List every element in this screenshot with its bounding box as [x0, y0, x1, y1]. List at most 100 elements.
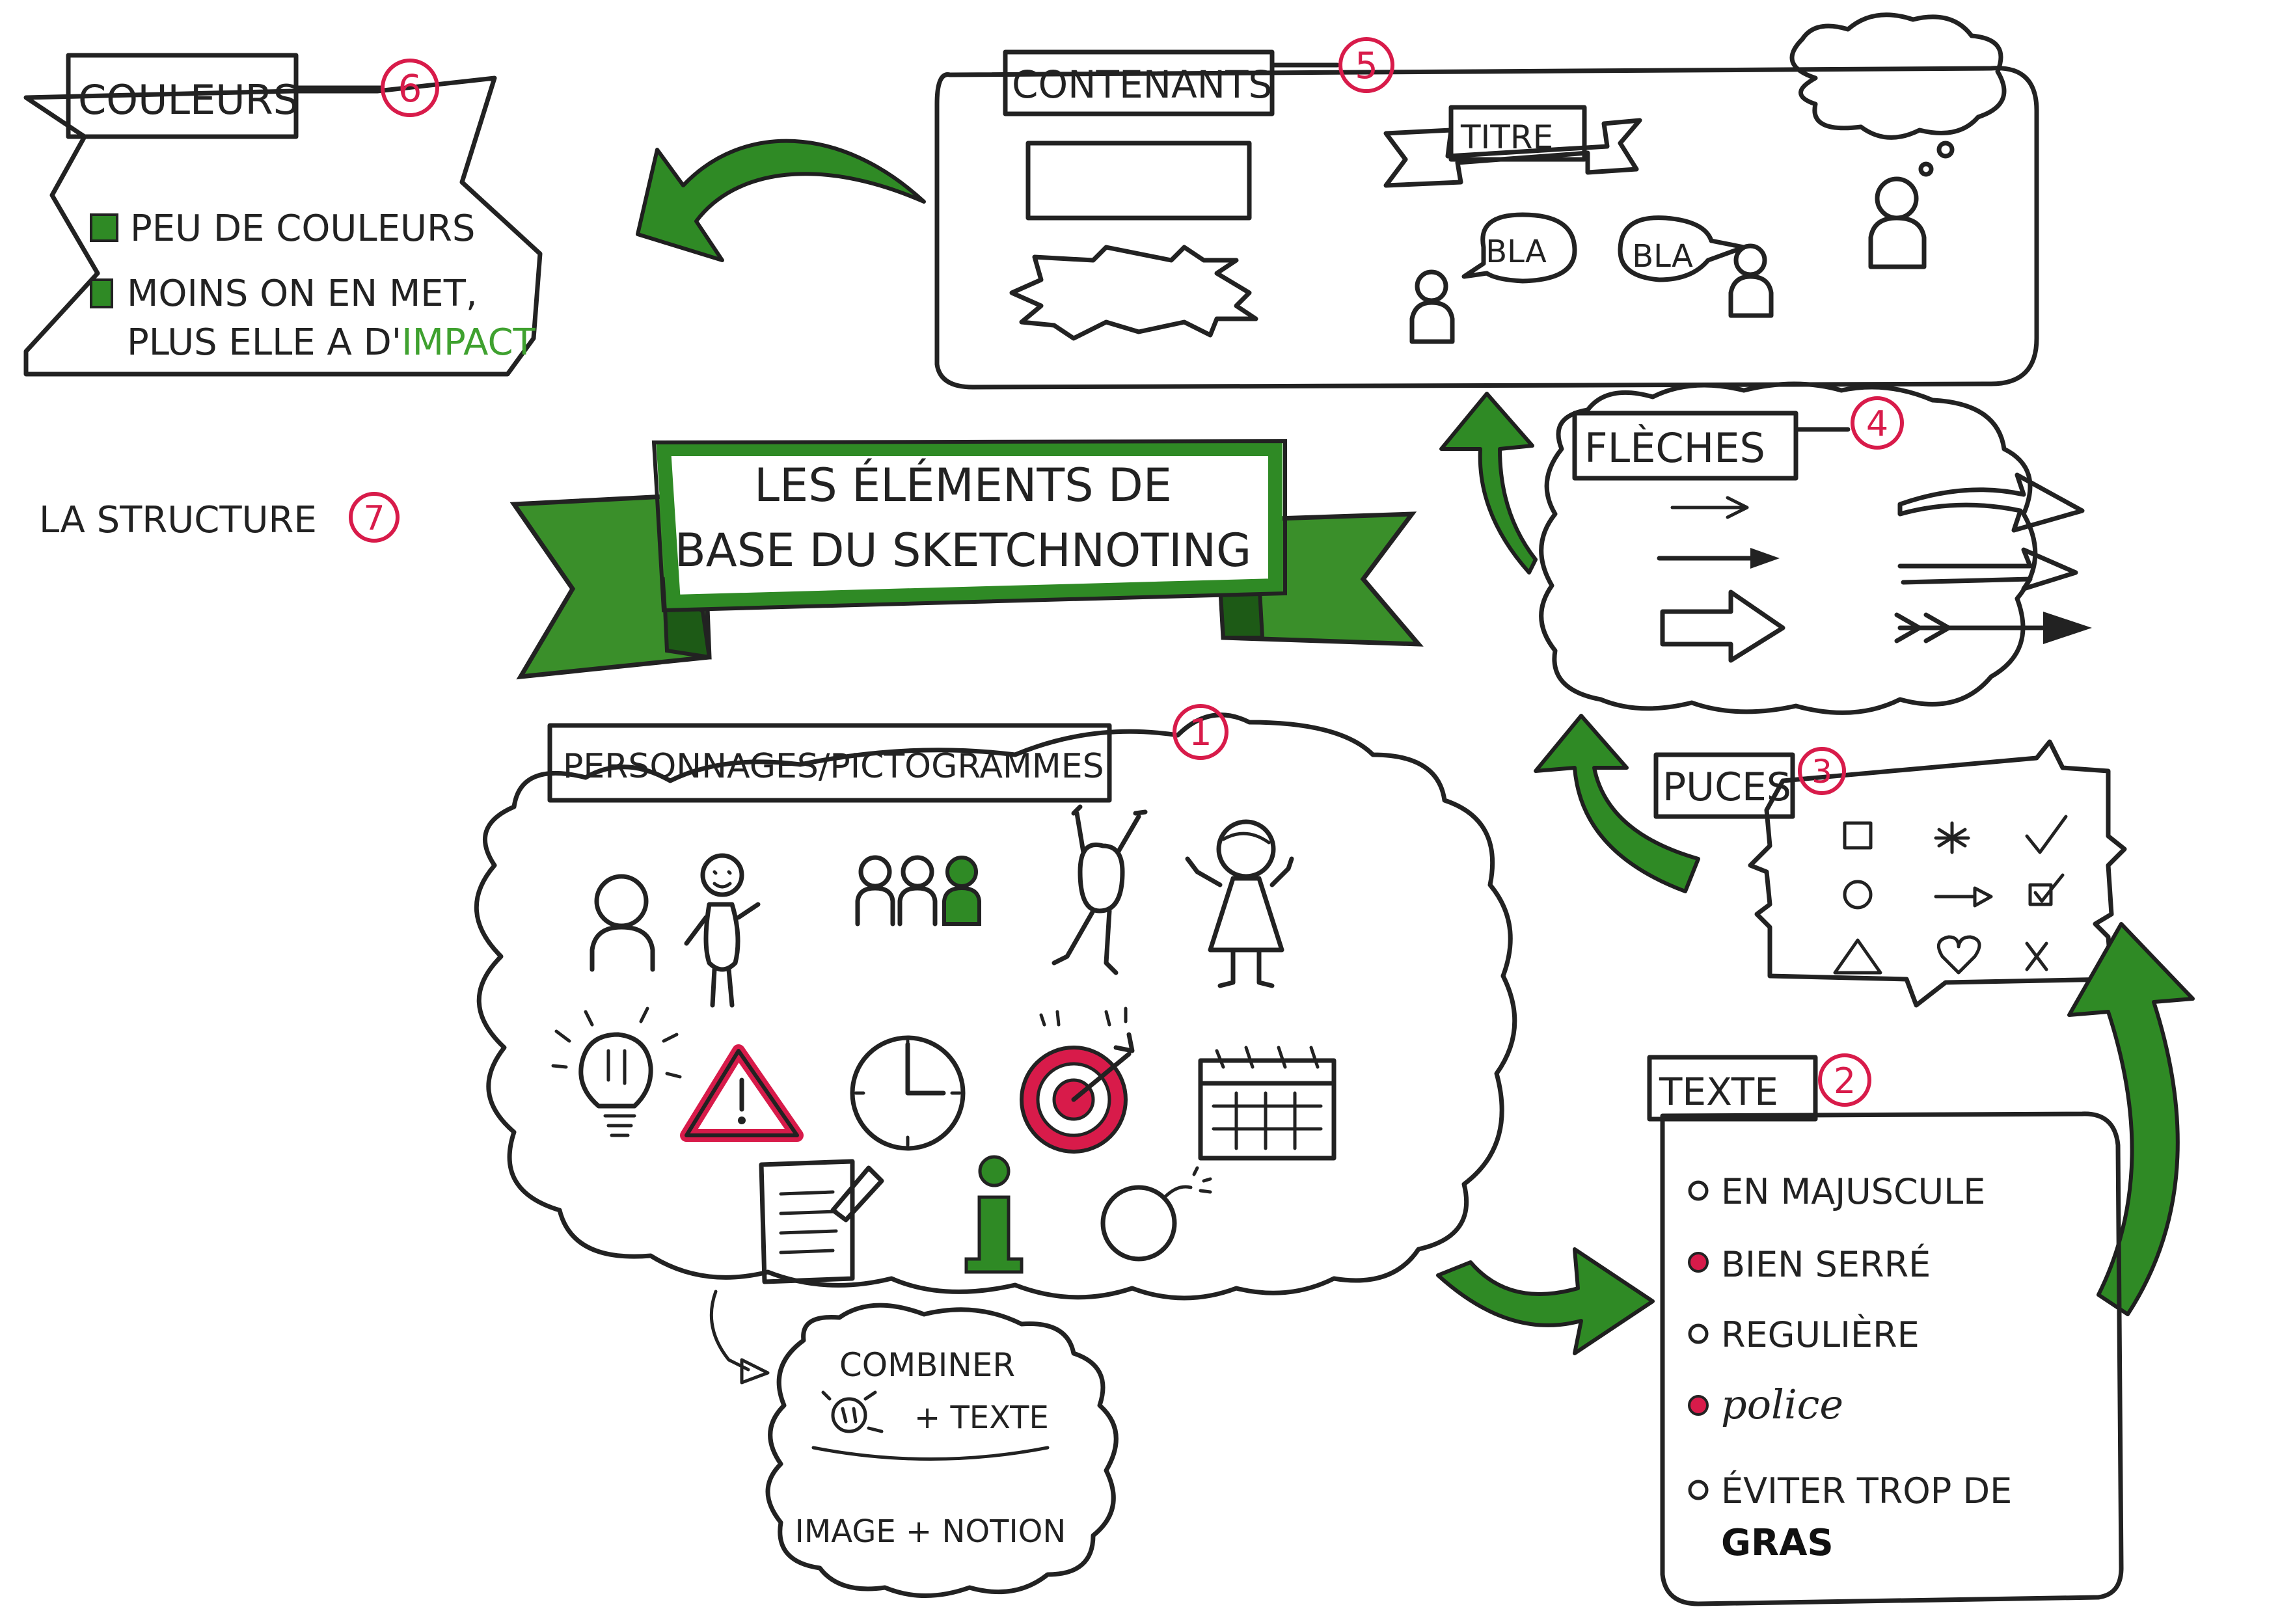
combiner-line-1: COMBINER: [839, 1346, 1015, 1384]
arrow-sample-double: [1897, 547, 2078, 591]
personnages-number-circle: [1173, 704, 1228, 760]
banner-main: [656, 442, 1282, 610]
couleurs-item-2: MOINS ON EN MET,: [127, 273, 478, 315]
texte-item-5: ÉVITER TROP DE: [1721, 1470, 2012, 1511]
texte-frame: [1660, 1111, 2124, 1606]
fleches-section: FLÈCHES 4: [1539, 381, 2092, 715]
personnages-label-box: [547, 723, 1112, 803]
puces-frame: [1748, 739, 2127, 1008]
texte-bullet-2: [1688, 1252, 1709, 1273]
arrow-sample-feathered: [1894, 612, 2052, 643]
combiner-section: COMBINER + TEXTE IMAGE + NOTION: [765, 1303, 1119, 1598]
target-icon: [1020, 1032, 1135, 1154]
couleurs-label-box: [66, 53, 299, 139]
arrow-personnages-to-texte: [1436, 1247, 1655, 1355]
texte-item-4: police: [1721, 1381, 1843, 1428]
thought-cloud: [1789, 12, 2007, 140]
texte-bold-word: GRAS: [1721, 1522, 1834, 1564]
puces-number-circle: [1798, 747, 1846, 795]
puce-arrow: [1934, 886, 1993, 908]
puces-label: PUCES: [1663, 765, 1791, 810]
personnages-cloud: [474, 712, 1517, 1301]
contenants-section: CONTENANTS 5 TITRE BLA BLA: [934, 12, 2039, 390]
contenants-label: CONTENANTS: [1012, 62, 1272, 107]
thought-dot-2: [1918, 161, 1934, 177]
puce-cross: [2025, 941, 2048, 971]
couleurs-item-3: PLUS ELLE A D': [127, 321, 401, 364]
bullet-square-1: [90, 213, 118, 242]
puce-circle: [1843, 880, 1873, 910]
warning-icon: [680, 1044, 804, 1142]
small-lightbulb-icon: [821, 1390, 884, 1433]
arrow-sample-feathered-head: [2043, 612, 2092, 644]
calendar-icon: [1198, 1046, 1337, 1161]
texte-bullet-5: [1688, 1480, 1709, 1500]
texte-item-3: REGULIÈRE: [1721, 1314, 1920, 1355]
title-line-1: LES ÉLÉMENTS DE: [754, 459, 1172, 512]
bubble-text-left: BLA: [1486, 234, 1547, 270]
contenants-number-circle: [1338, 37, 1394, 93]
arrow-contenants-to-couleurs: [636, 139, 926, 262]
arrow-fleches-to-contenants: [1439, 392, 1538, 575]
person-small-right: [1728, 243, 1774, 318]
info-icon: [964, 1155, 1024, 1274]
arrow-sample-thin: [1670, 496, 1749, 519]
structure-section: LA STRUCTURE 7: [39, 492, 400, 543]
texte-bullet-3: [1688, 1323, 1709, 1344]
personnages-label: PERSONNAGES/PICTOGRAMMES: [563, 747, 1104, 786]
puce-square: [1843, 821, 1873, 850]
speech-bubble-right: [1618, 215, 1746, 282]
structure-number-circle: [349, 492, 400, 543]
lightbulb-icon: [551, 1007, 682, 1137]
arrow-sample-block: [1660, 589, 1785, 663]
puce-triangle: [1833, 938, 1882, 975]
girl-figure-icon: [1185, 819, 1294, 988]
couleurs-number: 6: [398, 66, 422, 111]
group-icon: [855, 855, 981, 927]
titre-ribbon: [1383, 118, 1642, 188]
personnages-section: PERSONNAGES/PICTOGRAMMES 1: [474, 704, 1517, 1385]
fleches-label-box: [1572, 411, 1798, 481]
texte-label: TEXTE: [1659, 1070, 1778, 1114]
couleurs-label: COULEURS: [78, 76, 299, 124]
puce-checkbox-tick: [2033, 873, 2065, 903]
couleurs-section: COULEURS 6 PEU DE COULEURS MOINS ON EN M…: [23, 53, 543, 377]
personnages-number: 1: [1189, 712, 1212, 754]
combiner-line-3: IMAGE + NOTION: [795, 1513, 1066, 1550]
contenants-frame: [934, 66, 2039, 390]
person-outline-icon: [590, 874, 655, 972]
puce-heart: [1936, 935, 1981, 975]
texte-label-box: [1647, 1055, 1818, 1122]
titre-label-box: [1448, 105, 1587, 162]
combiner-pointer-head: [740, 1358, 770, 1385]
combiner-line-2: + TEXTE: [914, 1400, 1049, 1436]
person-small-left: [1409, 269, 1455, 344]
combiner-underline: [811, 1446, 1050, 1461]
texte-number-circle: [1818, 1053, 1871, 1107]
puces-section: PUCES 3: [1653, 739, 2127, 1008]
banner-main-outline: [651, 439, 1287, 613]
texte-section: TEXTE 2 EN MAJUSCULE BIEN SERRÉ REGULIÈR…: [1647, 1053, 2124, 1606]
title-line-2: BASE DU SKETCHNOTING: [675, 524, 1251, 577]
texte-item-2: BIEN SERRÉ: [1721, 1244, 1931, 1285]
bomb-icon: [1100, 1166, 1212, 1262]
structure-number: 7: [363, 499, 385, 538]
couleurs-item-1: PEU DE COULEURS: [130, 208, 475, 250]
contenants-number: 5: [1355, 45, 1378, 87]
puces-number: 3: [1812, 753, 1832, 791]
stick-figure-icon: [684, 853, 761, 1008]
structure-label: LA STRUCTURE: [39, 499, 317, 541]
texte-item-1: EN MAJUSCULE: [1721, 1171, 1985, 1212]
arrow-texte-to-puces: [2067, 922, 2195, 1316]
bubble-text-right: BLA: [1632, 238, 1693, 275]
clock-icon: [850, 1035, 966, 1151]
fleches-number: 4: [1866, 403, 1888, 444]
contenants-label-box: [1003, 49, 1275, 116]
contenant-rectangle: [1025, 141, 1252, 221]
puce-asterisk: [1934, 821, 1970, 854]
svg-text:PLUS ELLE A D'IMPACT: PLUS ELLE A D'IMPACT: [127, 321, 536, 364]
bullet-square-2: [90, 278, 113, 308]
fleches-label: FLÈCHES: [1584, 424, 1765, 472]
fleches-number-circle: [1851, 396, 1904, 450]
